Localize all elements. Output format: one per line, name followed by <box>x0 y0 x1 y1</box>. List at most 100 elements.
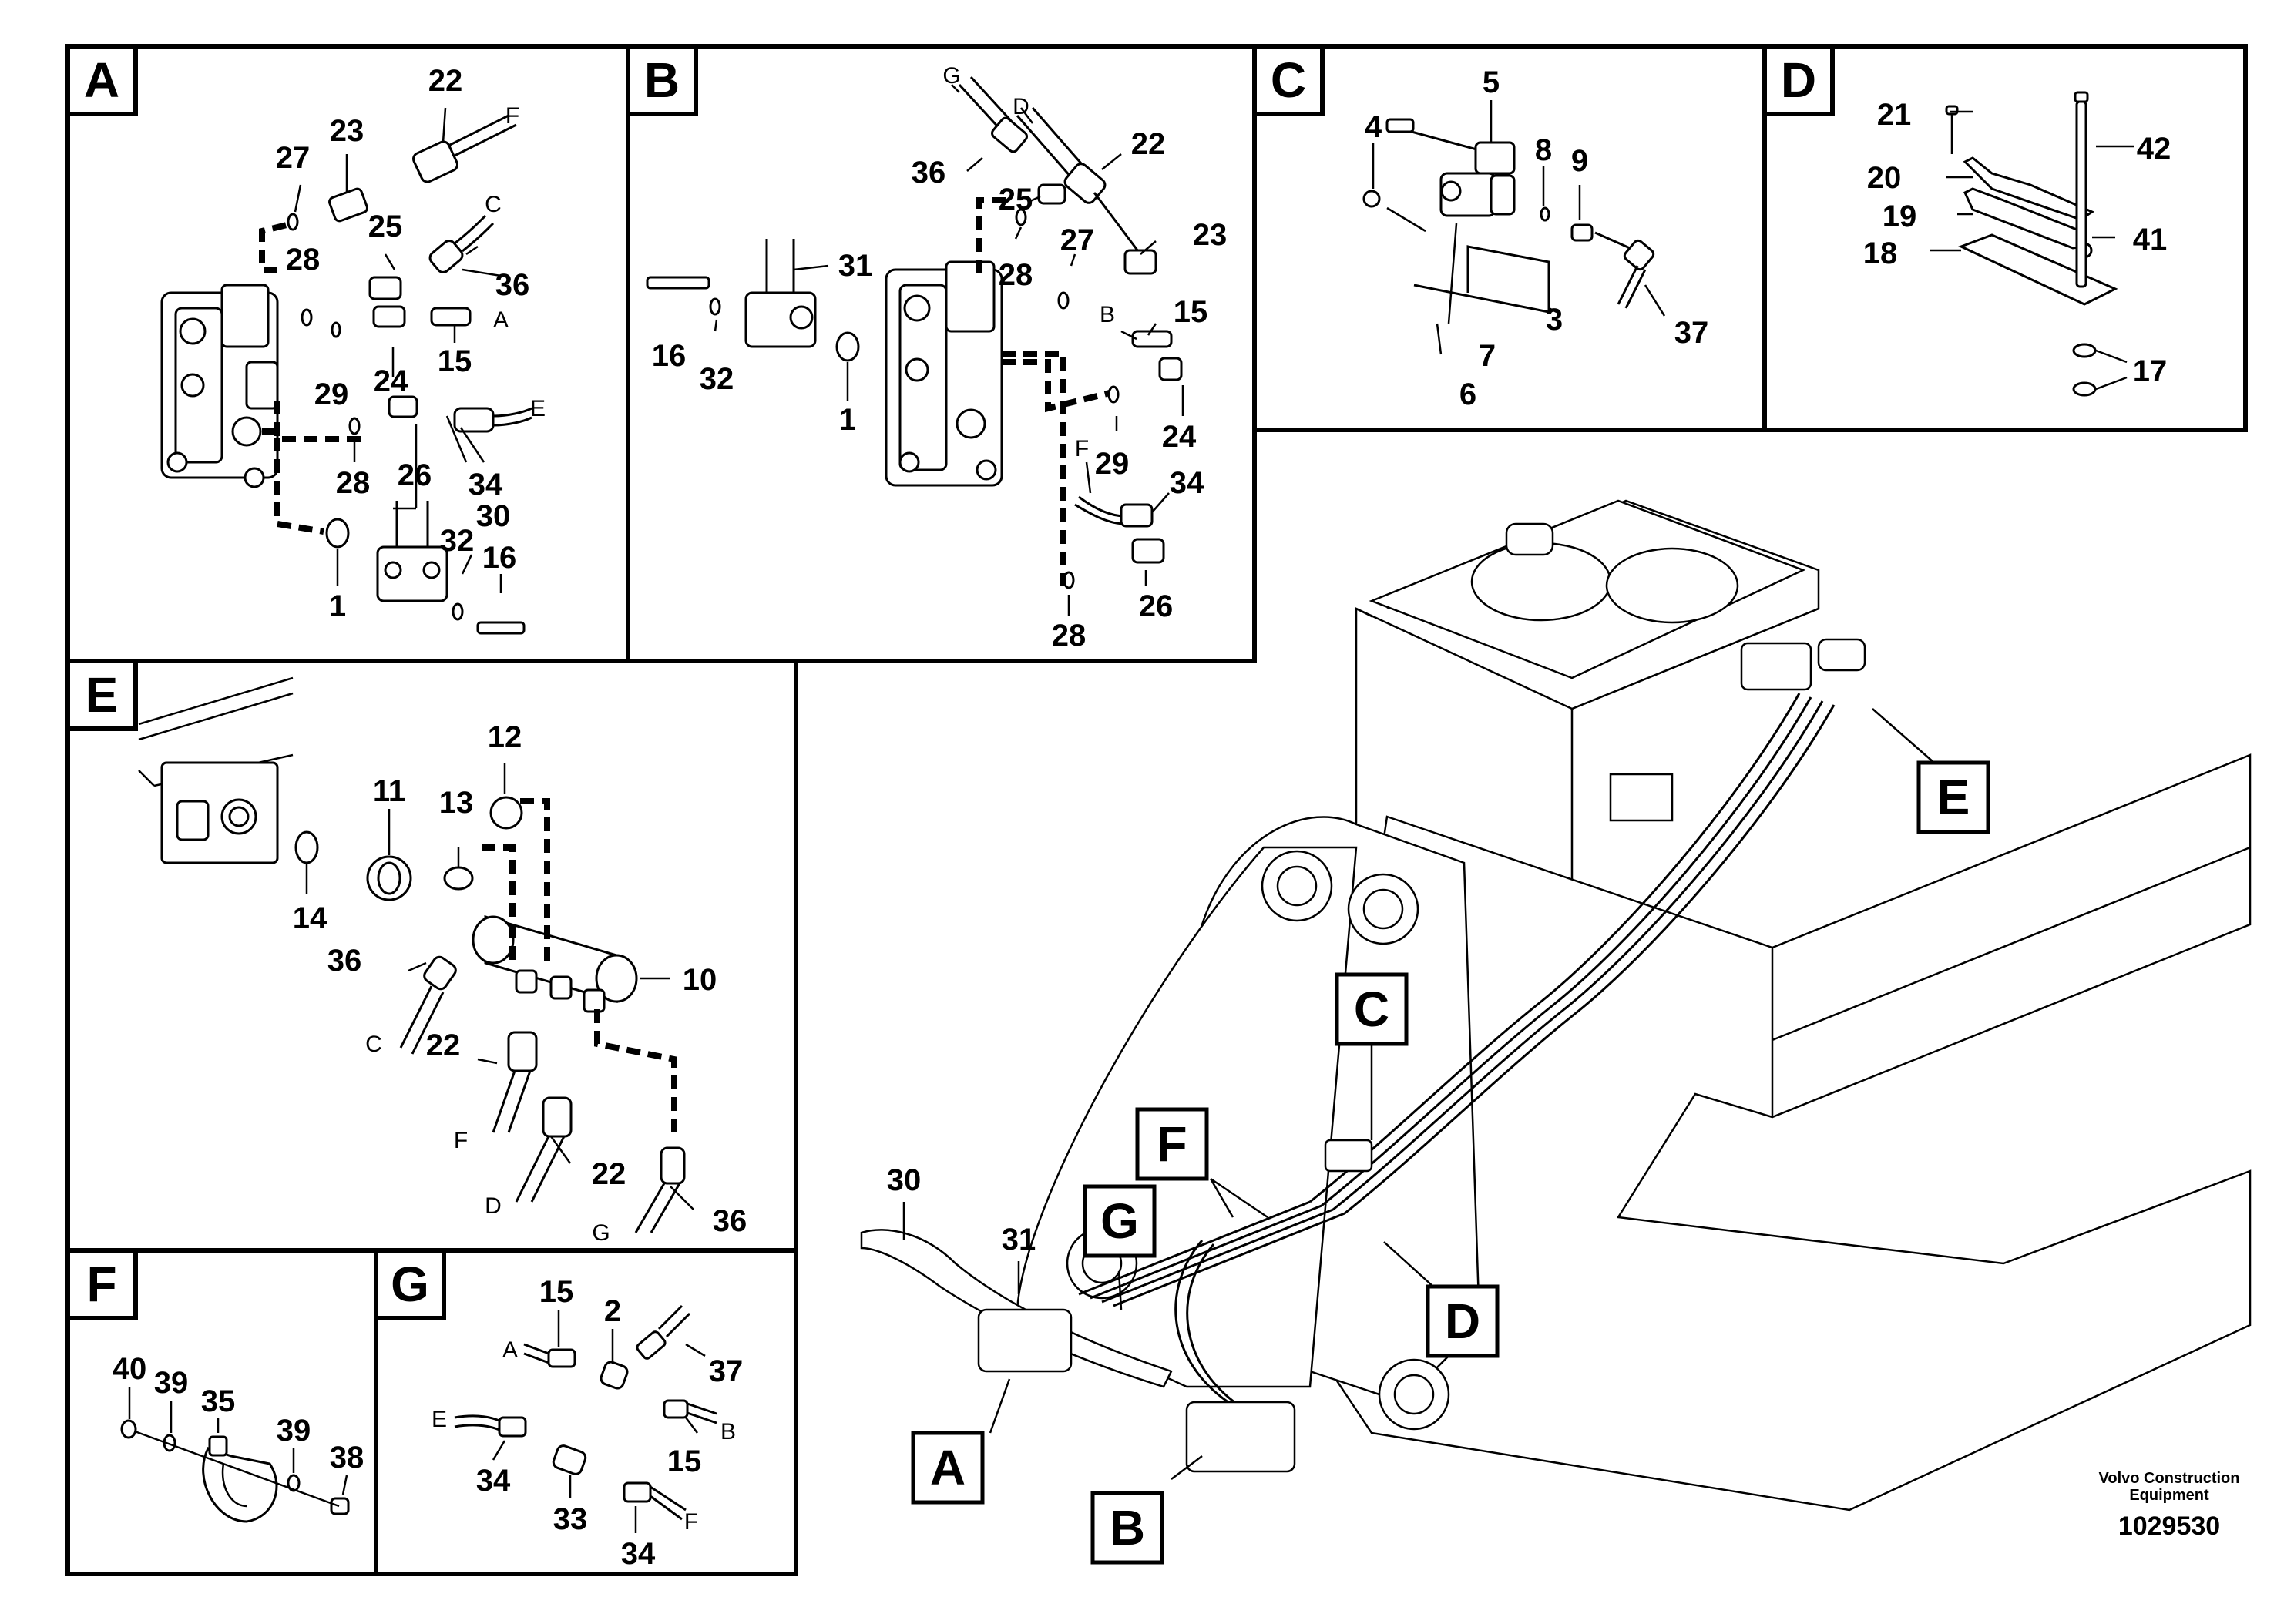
panel-d-label: 42 <box>2137 132 2171 166</box>
panel-f-label: 39 <box>154 1366 189 1400</box>
panel-g-label: 34 <box>621 1537 656 1571</box>
panel-b-label: 25 <box>999 183 1033 216</box>
panel-b-label: D <box>1013 94 1029 119</box>
panel-c-label: 37 <box>1674 316 1709 350</box>
panel-a-label: 16 <box>482 541 517 575</box>
panel-f-drawing <box>120 1387 350 1523</box>
panel-b-label: 16 <box>652 339 687 373</box>
panel-d-label: 19 <box>1883 200 1917 233</box>
panel-g-label: 2 <box>604 1294 621 1328</box>
panel-c-frame <box>1252 44 1767 432</box>
panel-c-label: 5 <box>1483 65 1500 99</box>
callout-f: F <box>1157 1116 1187 1172</box>
callout-b: B <box>1110 1500 1145 1555</box>
panel-a-label: 36 <box>495 268 530 302</box>
panel-b-label: 1 <box>839 403 856 437</box>
panel-b-label: 36 <box>912 156 946 190</box>
panel-b-label: 28 <box>1052 619 1087 653</box>
panel-a-label: 25 <box>368 210 403 243</box>
drawing-number: 1029530 <box>2118 1512 2221 1541</box>
panel-g-label: E <box>432 1407 447 1432</box>
panel-a-label: C <box>485 192 502 217</box>
panel-a-tag: A <box>84 52 119 108</box>
panel-b-label: 27 <box>1060 223 1095 257</box>
panel-c-label: 4 <box>1365 110 1382 144</box>
panel-b-label: B <box>1100 302 1115 327</box>
panel-b-label: 15 <box>1174 295 1208 329</box>
panel-c-tag: C <box>1271 52 1306 108</box>
panel-d-label: 18 <box>1863 237 1898 270</box>
panel-d-tag-box <box>1762 44 1835 116</box>
panel-e-label: 36 <box>713 1204 747 1238</box>
panel-e-label: 22 <box>426 1028 461 1062</box>
callout-a-box <box>911 1431 985 1505</box>
callout-g: G <box>1100 1193 1139 1249</box>
panel-a-label: 1 <box>329 589 346 623</box>
panel-d-label: 21 <box>1877 98 1912 132</box>
overview-label-flange: 31 <box>1002 1223 1036 1257</box>
panel-d-drawing <box>1930 91 2134 397</box>
panel-b-label: 28 <box>999 258 1033 292</box>
panel-e-label: D <box>485 1193 502 1219</box>
callout-c-box <box>1335 972 1409 1046</box>
panel-g-label: B <box>720 1419 736 1444</box>
machine-overview-drawing <box>860 499 2252 1512</box>
panel-f-label: 35 <box>201 1384 236 1418</box>
panel-d-label: 17 <box>2133 354 2168 388</box>
panel-g-label: 15 <box>667 1444 702 1478</box>
panel-d-label: 41 <box>2133 223 2168 257</box>
panel-a-label: F <box>505 103 519 129</box>
panel-a-label: 15 <box>438 344 472 378</box>
panel-a-label: 32 <box>440 524 475 558</box>
callout-c: C <box>1354 981 1389 1037</box>
callout-a: A <box>930 1440 966 1495</box>
panel-e-frame <box>65 659 798 1253</box>
callout-g-box <box>1083 1184 1157 1258</box>
panel-g-label: 37 <box>709 1354 744 1388</box>
callout-e-box <box>1916 760 1990 834</box>
panel-c-label: 3 <box>1546 303 1563 337</box>
panel-a-label: E <box>530 396 546 421</box>
overview-label-handle: 30 <box>887 1163 922 1197</box>
panel-a-label: 34 <box>469 468 503 502</box>
panel-c-label: 6 <box>1459 377 1476 411</box>
panel-b-tag-box <box>626 44 698 116</box>
panel-d-label: 20 <box>1867 161 1902 195</box>
panel-g-label: F <box>684 1509 698 1535</box>
panel-d-frame <box>1762 44 2248 432</box>
panel-e-label: 11 <box>373 774 405 808</box>
panel-a-label: 29 <box>314 377 349 411</box>
panel-g-label: 34 <box>476 1464 511 1498</box>
panel-b-label: 29 <box>1095 447 1130 481</box>
panel-e-label: 36 <box>327 944 362 978</box>
panel-b-drawing <box>646 75 1184 616</box>
panel-d-tag: D <box>1781 52 1816 108</box>
panel-g-label: 15 <box>539 1275 574 1309</box>
panel-g-tag-box <box>374 1248 446 1320</box>
panel-f-tag-box <box>65 1248 138 1320</box>
panel-g-label: A <box>502 1337 518 1363</box>
panel-b-label: 24 <box>1162 420 1197 454</box>
panel-a-label: 26 <box>398 458 432 492</box>
panel-e-label: 10 <box>683 963 717 997</box>
panel-b-label: F <box>1075 436 1089 461</box>
panel-e-tag-box <box>65 659 138 731</box>
panel-a-label: 28 <box>336 466 371 500</box>
drawing-stamp: Volvo Construction Equipment 1029530 <box>2092 1470 2246 1542</box>
panel-e-label: 22 <box>592 1157 626 1191</box>
panel-a-label: 22 <box>428 64 463 98</box>
panel-c-tag-box <box>1252 44 1325 116</box>
panel-b-label: 22 <box>1131 127 1166 161</box>
panel-e-label: 13 <box>439 786 474 820</box>
panel-g-frame <box>374 1248 798 1576</box>
panel-b-label: 31 <box>838 249 873 283</box>
panel-a-label: 23 <box>330 114 364 148</box>
panel-e-label: G <box>592 1220 610 1246</box>
panel-c-label: 9 <box>1571 144 1588 178</box>
panel-b-label: 34 <box>1170 466 1204 500</box>
panel-b-label: 23 <box>1193 218 1228 252</box>
panel-e-label: 14 <box>293 901 327 935</box>
panel-b-tag: B <box>644 52 680 108</box>
panel-a-label: 24 <box>374 364 408 398</box>
